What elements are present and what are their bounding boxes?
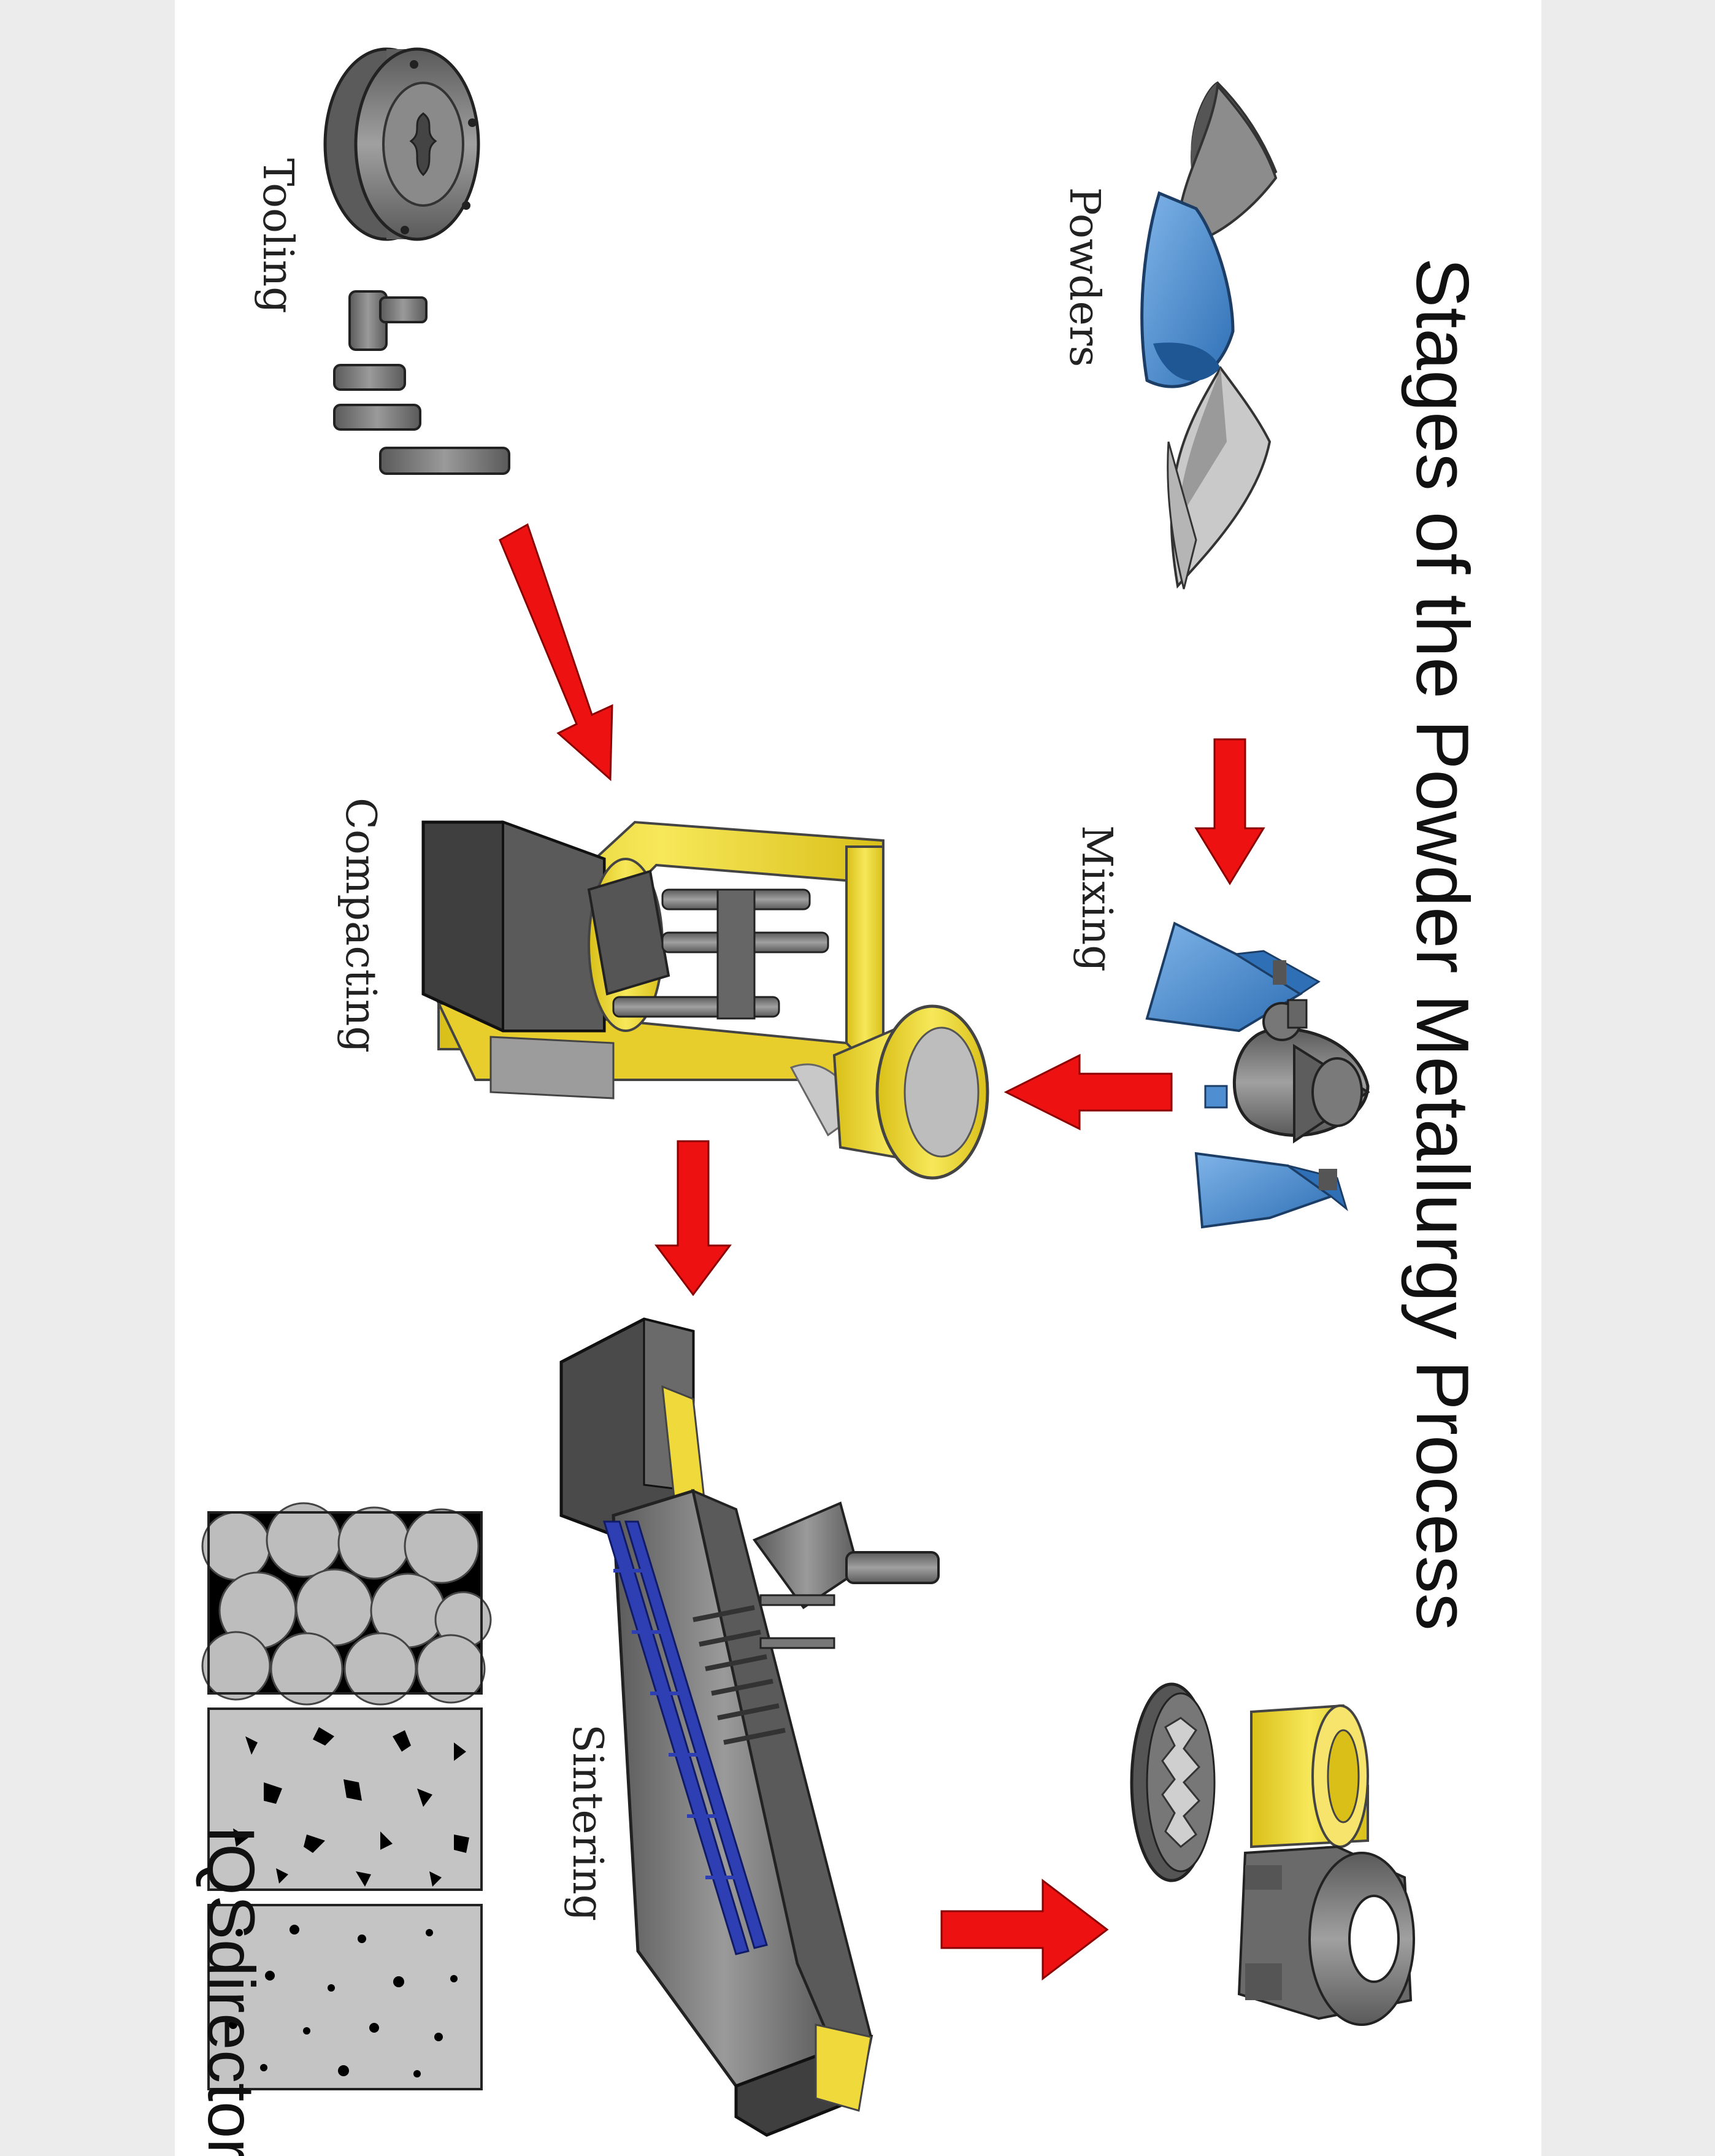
stage-label-tooling: Tooling	[253, 158, 302, 314]
arrow-tooling-to-compacting	[499, 523, 613, 782]
arrow-sintering-to-finished	[940, 1878, 1109, 1981]
page-title: Stages of the Powder Metallurgy Process	[1401, 258, 1484, 1631]
microstructure-panel-dense	[207, 1904, 483, 2090]
microstructure-panel-loose	[201, 1502, 492, 1706]
watermark-text: IQSdirectory	[194, 1825, 269, 2156]
finished-parts-icon	[1130, 1682, 1415, 2026]
mixer-icon	[1145, 922, 1370, 1229]
stage-label-compacting: Compacting	[336, 798, 385, 1053]
press-icon	[421, 820, 989, 1180]
arrow-compacting-to-sintering	[654, 1140, 732, 1296]
tooling-icon	[323, 47, 510, 475]
stage-label-powders: Powders	[1060, 187, 1108, 367]
title-group: Stages of the Powder Metallurgy Process	[1401, 258, 1484, 1631]
furnace-icon	[559, 1317, 940, 2137]
powders-icon	[1140, 81, 1278, 590]
arrow-powders-to-mixing	[1194, 738, 1265, 885]
stage-label-mixing: Mixing	[1072, 825, 1121, 972]
arrow-mixing-to-compacting	[1003, 1053, 1173, 1131]
microstructure-panels-icon	[201, 1502, 492, 2090]
flow-arrows	[499, 523, 1265, 1981]
microstructure-panel-partial	[207, 1707, 483, 1891]
stage-label-sintering: Sintering	[563, 1724, 612, 1921]
